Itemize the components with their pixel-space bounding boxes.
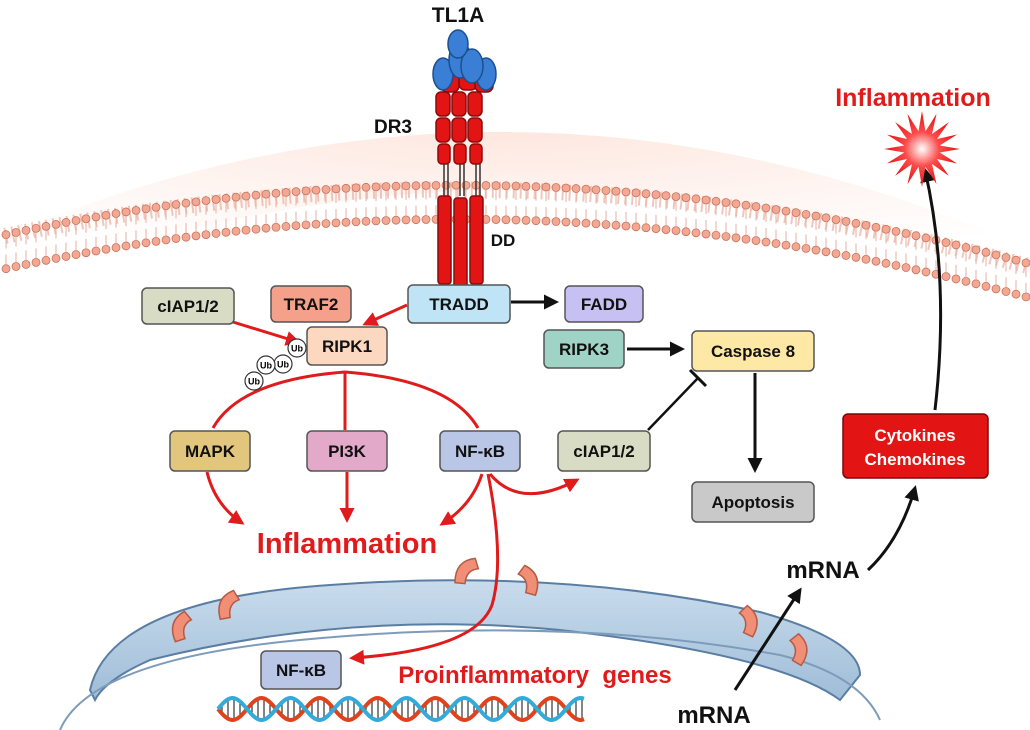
svg-text:Apoptosis: Apoptosis [711, 493, 794, 512]
node-pi3k: PI3K [306, 430, 388, 472]
svg-text:cIAP1/2: cIAP1/2 [157, 297, 218, 316]
svg-text:PI3K: PI3K [328, 442, 367, 461]
arrow-nfkb-to-ciap [488, 473, 580, 496]
svg-text:Ub: Ub [248, 377, 260, 387]
svg-text:MAPK: MAPK [185, 442, 236, 461]
nuclear-pore [218, 589, 241, 621]
node-caspase8: Caspase 8 [691, 330, 815, 372]
death-domain-label: DD [491, 231, 516, 250]
svg-text:Cytokines: Cytokines [874, 426, 955, 445]
inflammation-burst-icon [884, 111, 960, 187]
nucleus [59, 557, 881, 730]
ubiquitin-icon: Ub [256, 355, 276, 375]
arrow-nfkb-to-nucleus [349, 473, 500, 665]
arrow-mrna-to-cytokines [866, 485, 919, 572]
svg-text:Ub: Ub [291, 344, 303, 354]
arrow-tradd-to-ripk1 [362, 303, 408, 326]
arrow-nfkb-to-inflammation [439, 473, 484, 526]
node-ciap-top: cIAP1/2 [141, 287, 235, 325]
pathway-arrows [205, 167, 943, 691]
nuclear-pore [788, 632, 808, 667]
proinflammatory-genes-label: Proinflammatory genes [398, 662, 671, 689]
svg-text:Caspase 8: Caspase 8 [711, 342, 795, 361]
tl1a-label: TL1A [432, 4, 485, 27]
node-cytokines-chemokines: Cytokines Chemokines [842, 413, 989, 479]
arc-ripk1-to-nfkb [344, 370, 480, 429]
dna-helix [216, 695, 585, 723]
node-fadd: FADD [564, 285, 644, 323]
dr3-label: DR3 [374, 117, 412, 138]
membrane-outer-leaflet [1, 180, 1030, 277]
svg-text:Ub: Ub [277, 360, 289, 370]
ubiquitin-icon: Ub [244, 371, 264, 391]
arrow-mrna-export [733, 587, 802, 691]
ubiquitin-icon: Ub [287, 338, 307, 358]
node-ripk3: RIPK3 [543, 329, 625, 369]
nuclear-pore [171, 610, 193, 643]
tl1a-ligand [432, 29, 497, 91]
arrow-cytokines-to-inflammation [920, 167, 943, 411]
svg-text:RIPK1: RIPK1 [322, 337, 372, 356]
node-traf2: TRAF2 [270, 285, 352, 323]
node-nfkb-nuclear: NF-κB [260, 650, 342, 690]
node-mapk: MAPK [169, 430, 251, 472]
svg-text:NF-κB: NF-κB [455, 442, 505, 461]
ubiquitin-icon: Ub [273, 354, 293, 374]
inflammation-center-label: Inflammation [257, 528, 437, 560]
svg-text:TRADD: TRADD [429, 295, 489, 314]
ubiquitin-chain: Ub Ub Ub Ub [244, 338, 307, 391]
inflammation-top-right-label: Inflammation [835, 84, 991, 112]
svg-text:Ub: Ub [260, 361, 272, 371]
mrna-lower-label: mRNA [677, 702, 750, 729]
arrow-mapk-to-inflammation [205, 471, 245, 525]
membrane-inner-leaflet [1, 205, 1030, 302]
arrow-ciap-to-ripk1 [232, 320, 301, 346]
svg-text:NF-κB: NF-κB [276, 661, 326, 680]
node-ciap-mid: cIAP1/2 [557, 430, 651, 472]
svg-text:RIPK3: RIPK3 [559, 340, 609, 359]
mrna-upper-label: mRNA [786, 557, 859, 584]
arc-ripk1-to-mapk [211, 370, 346, 429]
node-ripk1: RIPK1 [306, 326, 388, 366]
nuclear-pore [738, 604, 758, 638]
cell-membrane [0, 131, 1030, 302]
node-apoptosis: Apoptosis [691, 481, 815, 523]
svg-text:cIAP1/2: cIAP1/2 [573, 442, 634, 461]
svg-text:FADD: FADD [581, 295, 627, 314]
nuclear-pore [517, 564, 539, 597]
inhibit-ciap-to-caspase8 [647, 377, 699, 431]
node-nfkb: NF-κB [439, 430, 521, 472]
node-tradd: TRADD [407, 284, 511, 324]
svg-text:Chemokines: Chemokines [864, 450, 965, 469]
nuclear-pore [454, 557, 480, 585]
svg-text:TRAF2: TRAF2 [284, 295, 339, 314]
